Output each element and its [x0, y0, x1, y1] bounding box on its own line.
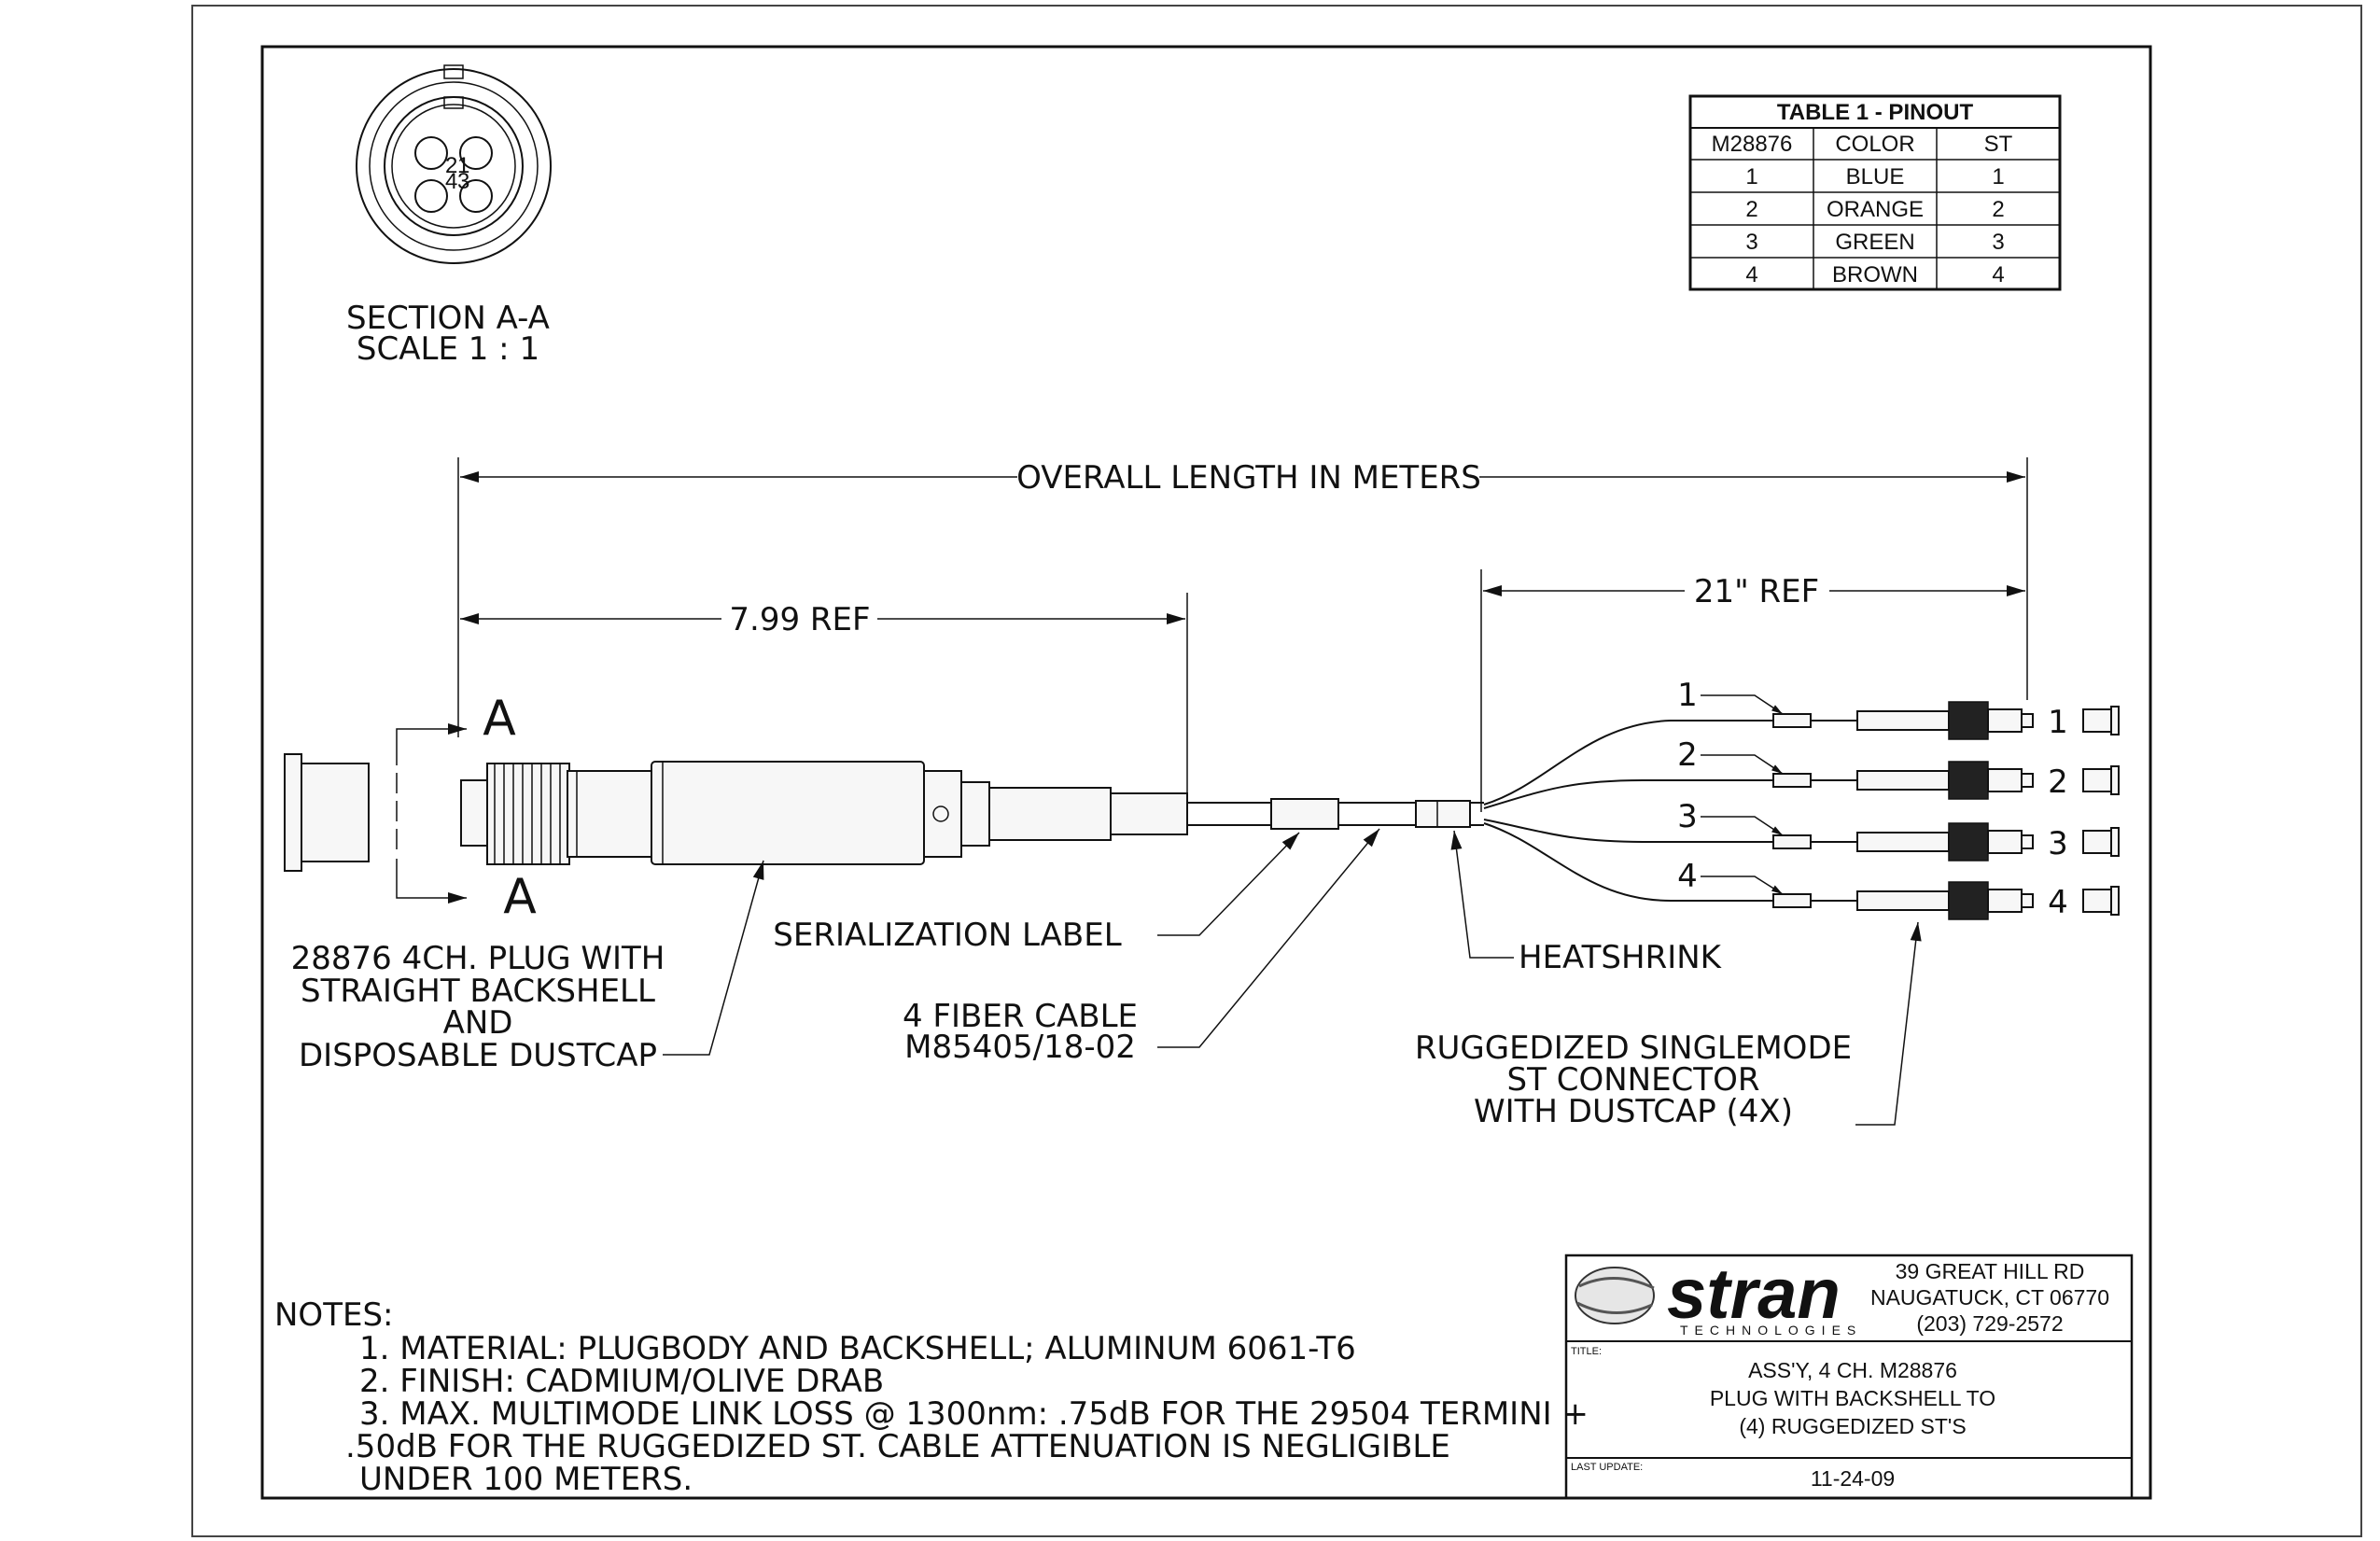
address-line-2: NAUGATUCK, CT 06770 — [1870, 1285, 2109, 1310]
callout-connector-line-2: ST CONNECTOR — [1507, 1061, 1760, 1099]
breakout-labels: 1 2 3 4 — [1677, 677, 1784, 895]
connector-label-1: 1 — [2048, 704, 2068, 741]
notes-heading: NOTES: — [274, 1296, 393, 1334]
pinout-cell: 1 — [1745, 164, 1757, 189]
callout-connector-line-1: RUGGEDIZED SINGLEMODE — [1415, 1030, 1852, 1067]
callout-cable-line-2: M85405/18-02 — [904, 1029, 1136, 1066]
section-mark-bottom: A — [503, 869, 537, 925]
note-line-1: 1. MATERIAL: PLUGBODY AND BACKSHELL; ALU… — [359, 1330, 1356, 1367]
connector-label-4: 4 — [2048, 884, 2068, 921]
callout-plug-line-3: AND — [443, 1004, 513, 1042]
st-connector-2 — [1856, 761, 2120, 800]
section-pin-3: 3 — [457, 169, 469, 194]
note-line-2: 2. FINISH: CADMIUM/OLIVE DRAB — [359, 1363, 884, 1400]
dimension-7-99-label: 7.99 REF — [729, 601, 870, 638]
callout-connector: RUGGEDIZED SINGLEMODE ST CONNECTOR WITH … — [1415, 921, 1922, 1130]
breakout-label-2: 2 — [1677, 736, 1698, 774]
st-connector-1 — [1856, 701, 2120, 740]
pinout-cell: 4 — [1992, 262, 2004, 287]
section-scale: SCALE 1 : 1 — [357, 330, 539, 368]
breakout-label-1: 1 — [1677, 677, 1698, 714]
dimension-21: 21" REF — [1480, 569, 2025, 812]
callout-plug-line-1: 28876 4CH. PLUG WITH — [291, 940, 665, 977]
st-connector-3 — [1856, 822, 2120, 862]
callout-serialization-text: SERIALIZATION LABEL — [773, 917, 1121, 954]
dimension-overall-label: OVERALL LENGTH IN METERS — [1016, 459, 1481, 497]
callout-serialization: SERIALIZATION LABEL — [773, 832, 1300, 954]
logo-wordmark: stran — [1667, 1254, 1841, 1334]
connector-labels: 1 2 3 4 — [2048, 704, 2068, 921]
title-block: stran TECHNOLOGIES 39 GREAT HILL RD NAUG… — [1564, 1254, 2134, 1500]
section-pin-1: 1 — [457, 153, 469, 178]
callout-plug: 28876 4CH. PLUG WITH STRAIGHT BACKSHELL … — [291, 860, 764, 1074]
section-pin-2: 2 — [445, 153, 457, 178]
fiber-cable — [1187, 798, 1484, 830]
pinout-header-m28876: M28876 — [1712, 132, 1793, 157]
pinout-cell: 4 — [1745, 262, 1757, 287]
callout-plug-line-2: STRAIGHT BACKSHELL — [301, 973, 655, 1010]
pinout-header-color: COLOR — [1835, 132, 1914, 157]
title-line-1: ASS'Y, 4 CH. M28876 — [1748, 1358, 1957, 1382]
section-pin-4: 4 — [445, 169, 457, 194]
st-connector-4 — [1856, 881, 2120, 920]
dustcap — [284, 753, 370, 872]
note-line-5: UNDER 100 METERS. — [359, 1461, 693, 1498]
section-cut-marks: A A — [396, 691, 537, 925]
stran-logo: stran TECHNOLOGIES — [1575, 1254, 1862, 1338]
pinout-cell: 2 — [1745, 197, 1757, 222]
address-line-1: 39 GREAT HILL RD — [1896, 1259, 2085, 1283]
note-line-4: .50dB FOR THE RUGGEDIZED ST. CABLE ATTEN… — [345, 1428, 1450, 1465]
dimension-overall: OVERALL LENGTH IN METERS — [457, 457, 2028, 737]
pinout-cell: 2 — [1992, 197, 2004, 222]
connector-label-3: 3 — [2048, 825, 2068, 862]
logo-subtext: TECHNOLOGIES — [1680, 1323, 1862, 1338]
pinout-cell: ORANGE — [1827, 197, 1924, 222]
breakout-label-3: 3 — [1677, 798, 1698, 835]
callout-plug-line-4: DISPOSABLE DUSTCAP — [299, 1037, 657, 1074]
update-date: 11-24-09 — [1811, 1466, 1895, 1491]
title-line-2: PLUG WITH BACKSHELL TO — [1710, 1386, 1995, 1410]
pinout-table-title: TABLE 1 - PINOUT — [1777, 100, 1974, 125]
note-line-3: 3. MAX. MULTIMODE LINK LOSS @ 1300nm: .7… — [359, 1395, 1589, 1433]
title-line-3: (4) RUGGEDIZED ST'S — [1739, 1414, 1966, 1438]
pinout-cell: BROWN — [1832, 262, 1918, 287]
address-line-3: (203) 729-2572 — [1916, 1311, 2063, 1336]
callout-connector-line-3: WITH DUSTCAP (4X) — [1474, 1093, 1793, 1130]
inner-border — [260, 45, 2152, 1500]
pinout-cell: 3 — [1992, 230, 2004, 255]
pinout-table: TABLE 1 - PINOUT M28876 COLOR ST 1 BLUE … — [1688, 94, 2062, 291]
st-connectors — [1856, 701, 2120, 920]
pinout-cell: BLUE — [1846, 164, 1905, 189]
pinout-cell: 3 — [1745, 230, 1757, 255]
breakout-legs — [1483, 713, 1949, 908]
callout-cable-line-1: 4 FIBER CABLE — [903, 998, 1138, 1035]
title-label: TITLE: — [1571, 1346, 1602, 1357]
pinout-cell: 1 — [1992, 164, 2004, 189]
callout-heatshrink-text: HEATSHRINK — [1519, 939, 1723, 976]
callout-cable: 4 FIBER CABLE M85405/18-02 — [903, 828, 1380, 1066]
dimension-21-label: 21" REF — [1694, 573, 1819, 610]
connector-label-2: 2 — [2048, 763, 2068, 801]
section-a-a-view: 2 1 4 3 SECTION A-A SCALE 1 : 1 — [346, 64, 552, 368]
callout-heatshrink: HEATSHRINK — [1450, 830, 1723, 976]
breakout-label-4: 4 — [1677, 858, 1698, 895]
outer-border — [191, 5, 2362, 1537]
pinout-header-st: ST — [1984, 132, 2013, 157]
plug-assembly — [460, 761, 1188, 865]
section-title: SECTION A-A — [346, 300, 550, 337]
update-label: LAST UPDATE: — [1571, 1462, 1643, 1473]
notes: NOTES: 1. MATERIAL: PLUGBODY AND BACKSHE… — [274, 1296, 1589, 1498]
section-mark-top: A — [483, 691, 516, 747]
pinout-cell: GREEN — [1835, 230, 1914, 255]
dimension-7-99: 7.99 REF — [460, 593, 1188, 821]
